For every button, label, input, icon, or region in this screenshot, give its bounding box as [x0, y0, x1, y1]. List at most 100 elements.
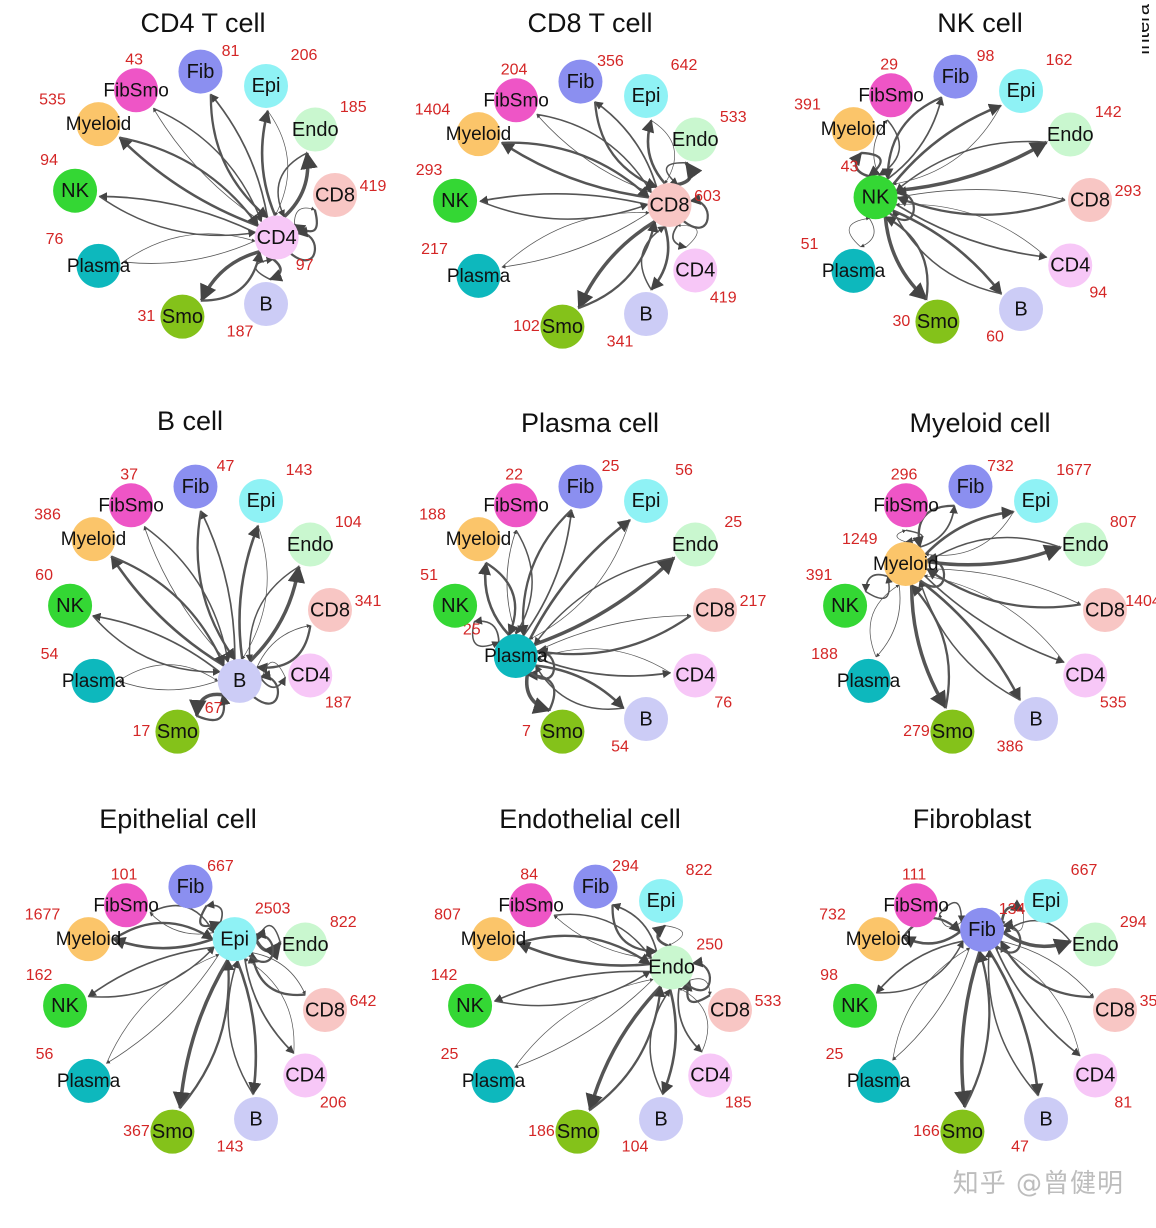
edge-arrow-out — [689, 978, 712, 996]
node-circle — [509, 883, 554, 928]
node-circle — [673, 522, 718, 567]
edge-arrow-in — [517, 509, 573, 637]
node-label: Fib — [567, 71, 595, 93]
node-label: Fib — [968, 919, 996, 941]
node-circle — [71, 517, 116, 562]
node-label: Epi — [220, 928, 249, 950]
node-count: 341 — [607, 333, 634, 350]
edge-arrow-out — [255, 939, 282, 961]
node-circle — [555, 1109, 600, 1154]
node-label: B — [249, 1108, 262, 1130]
edge-arrow-out — [473, 616, 500, 643]
node-count: 29 — [880, 56, 898, 73]
edge-arrow-out — [189, 692, 223, 718]
edge-arrow-out — [875, 940, 964, 994]
node-count: 294 — [612, 858, 639, 875]
edge-arrow-in — [927, 536, 1061, 563]
node-label: CD4 — [675, 665, 715, 687]
node-count: 419 — [710, 290, 737, 307]
node-circle — [573, 864, 618, 909]
node-label: Myeloid — [56, 929, 121, 950]
node-label: CD8 — [315, 184, 355, 206]
node-label: FibSmo — [858, 85, 923, 106]
edge-arrow-in — [501, 141, 650, 199]
edge-arrow-out — [479, 192, 648, 206]
node-count: 17 — [133, 723, 151, 740]
node-circle — [688, 1053, 733, 1098]
edge-arrow-out — [256, 624, 311, 668]
edge-arrow-out — [153, 108, 262, 222]
node-count: 37 — [120, 466, 138, 483]
node-circle — [1063, 522, 1108, 567]
node-label: CD8 — [695, 599, 735, 621]
node-circle — [493, 634, 538, 679]
edge-arrow-out — [860, 218, 875, 248]
node-count: 341 — [355, 593, 382, 610]
node-count: 94 — [1089, 285, 1107, 302]
node-label: Myeloid — [873, 554, 938, 575]
node-count: 134 — [999, 901, 1026, 918]
edge-arrow-in — [267, 110, 289, 216]
node-count: 81 — [222, 43, 240, 60]
node-label: B — [1029, 708, 1042, 730]
edge-arrow-in — [925, 511, 1014, 557]
edge-arrow-out — [501, 212, 650, 269]
edge-arrow-in — [664, 925, 683, 947]
node-circle — [1073, 1053, 1118, 1098]
edge-arrow-out — [92, 612, 221, 673]
network-panel: Endothelial cellFibSmo84Fib294Epi822Endo… — [431, 804, 782, 1155]
edge-arrow-in — [536, 614, 692, 659]
edge-arrow-out — [883, 216, 928, 301]
node-count: 104 — [622, 1138, 649, 1155]
edge-arrow-in — [201, 250, 264, 302]
node-circle — [649, 945, 694, 990]
node-count: 391 — [794, 96, 821, 113]
edge-arrow-in — [119, 136, 260, 227]
node-circle — [244, 282, 289, 327]
node-circle — [104, 883, 149, 928]
cell-node-cd8: CD8356 — [1093, 988, 1156, 1032]
node-label: FibSmo — [498, 895, 563, 916]
node-count: 732 — [819, 906, 846, 923]
node-label: CD8 — [649, 194, 689, 216]
node-circle — [915, 299, 960, 344]
node-label: NK — [56, 595, 84, 617]
node-circle — [313, 173, 357, 217]
node-circle — [456, 112, 501, 157]
node-label: CD8 — [1085, 599, 1125, 621]
node-circle — [76, 243, 121, 288]
edge-arrow-in — [209, 94, 269, 219]
edge-arrow-out — [243, 958, 295, 1054]
node-label: Endo — [292, 119, 339, 141]
panel-title: NK cell — [937, 8, 1023, 38]
node-circle — [456, 253, 501, 298]
node-circle — [884, 483, 929, 528]
legend-title-text: Intera — [1142, 4, 1154, 56]
edge-self-loop — [252, 669, 280, 705]
node-circle — [558, 464, 603, 509]
